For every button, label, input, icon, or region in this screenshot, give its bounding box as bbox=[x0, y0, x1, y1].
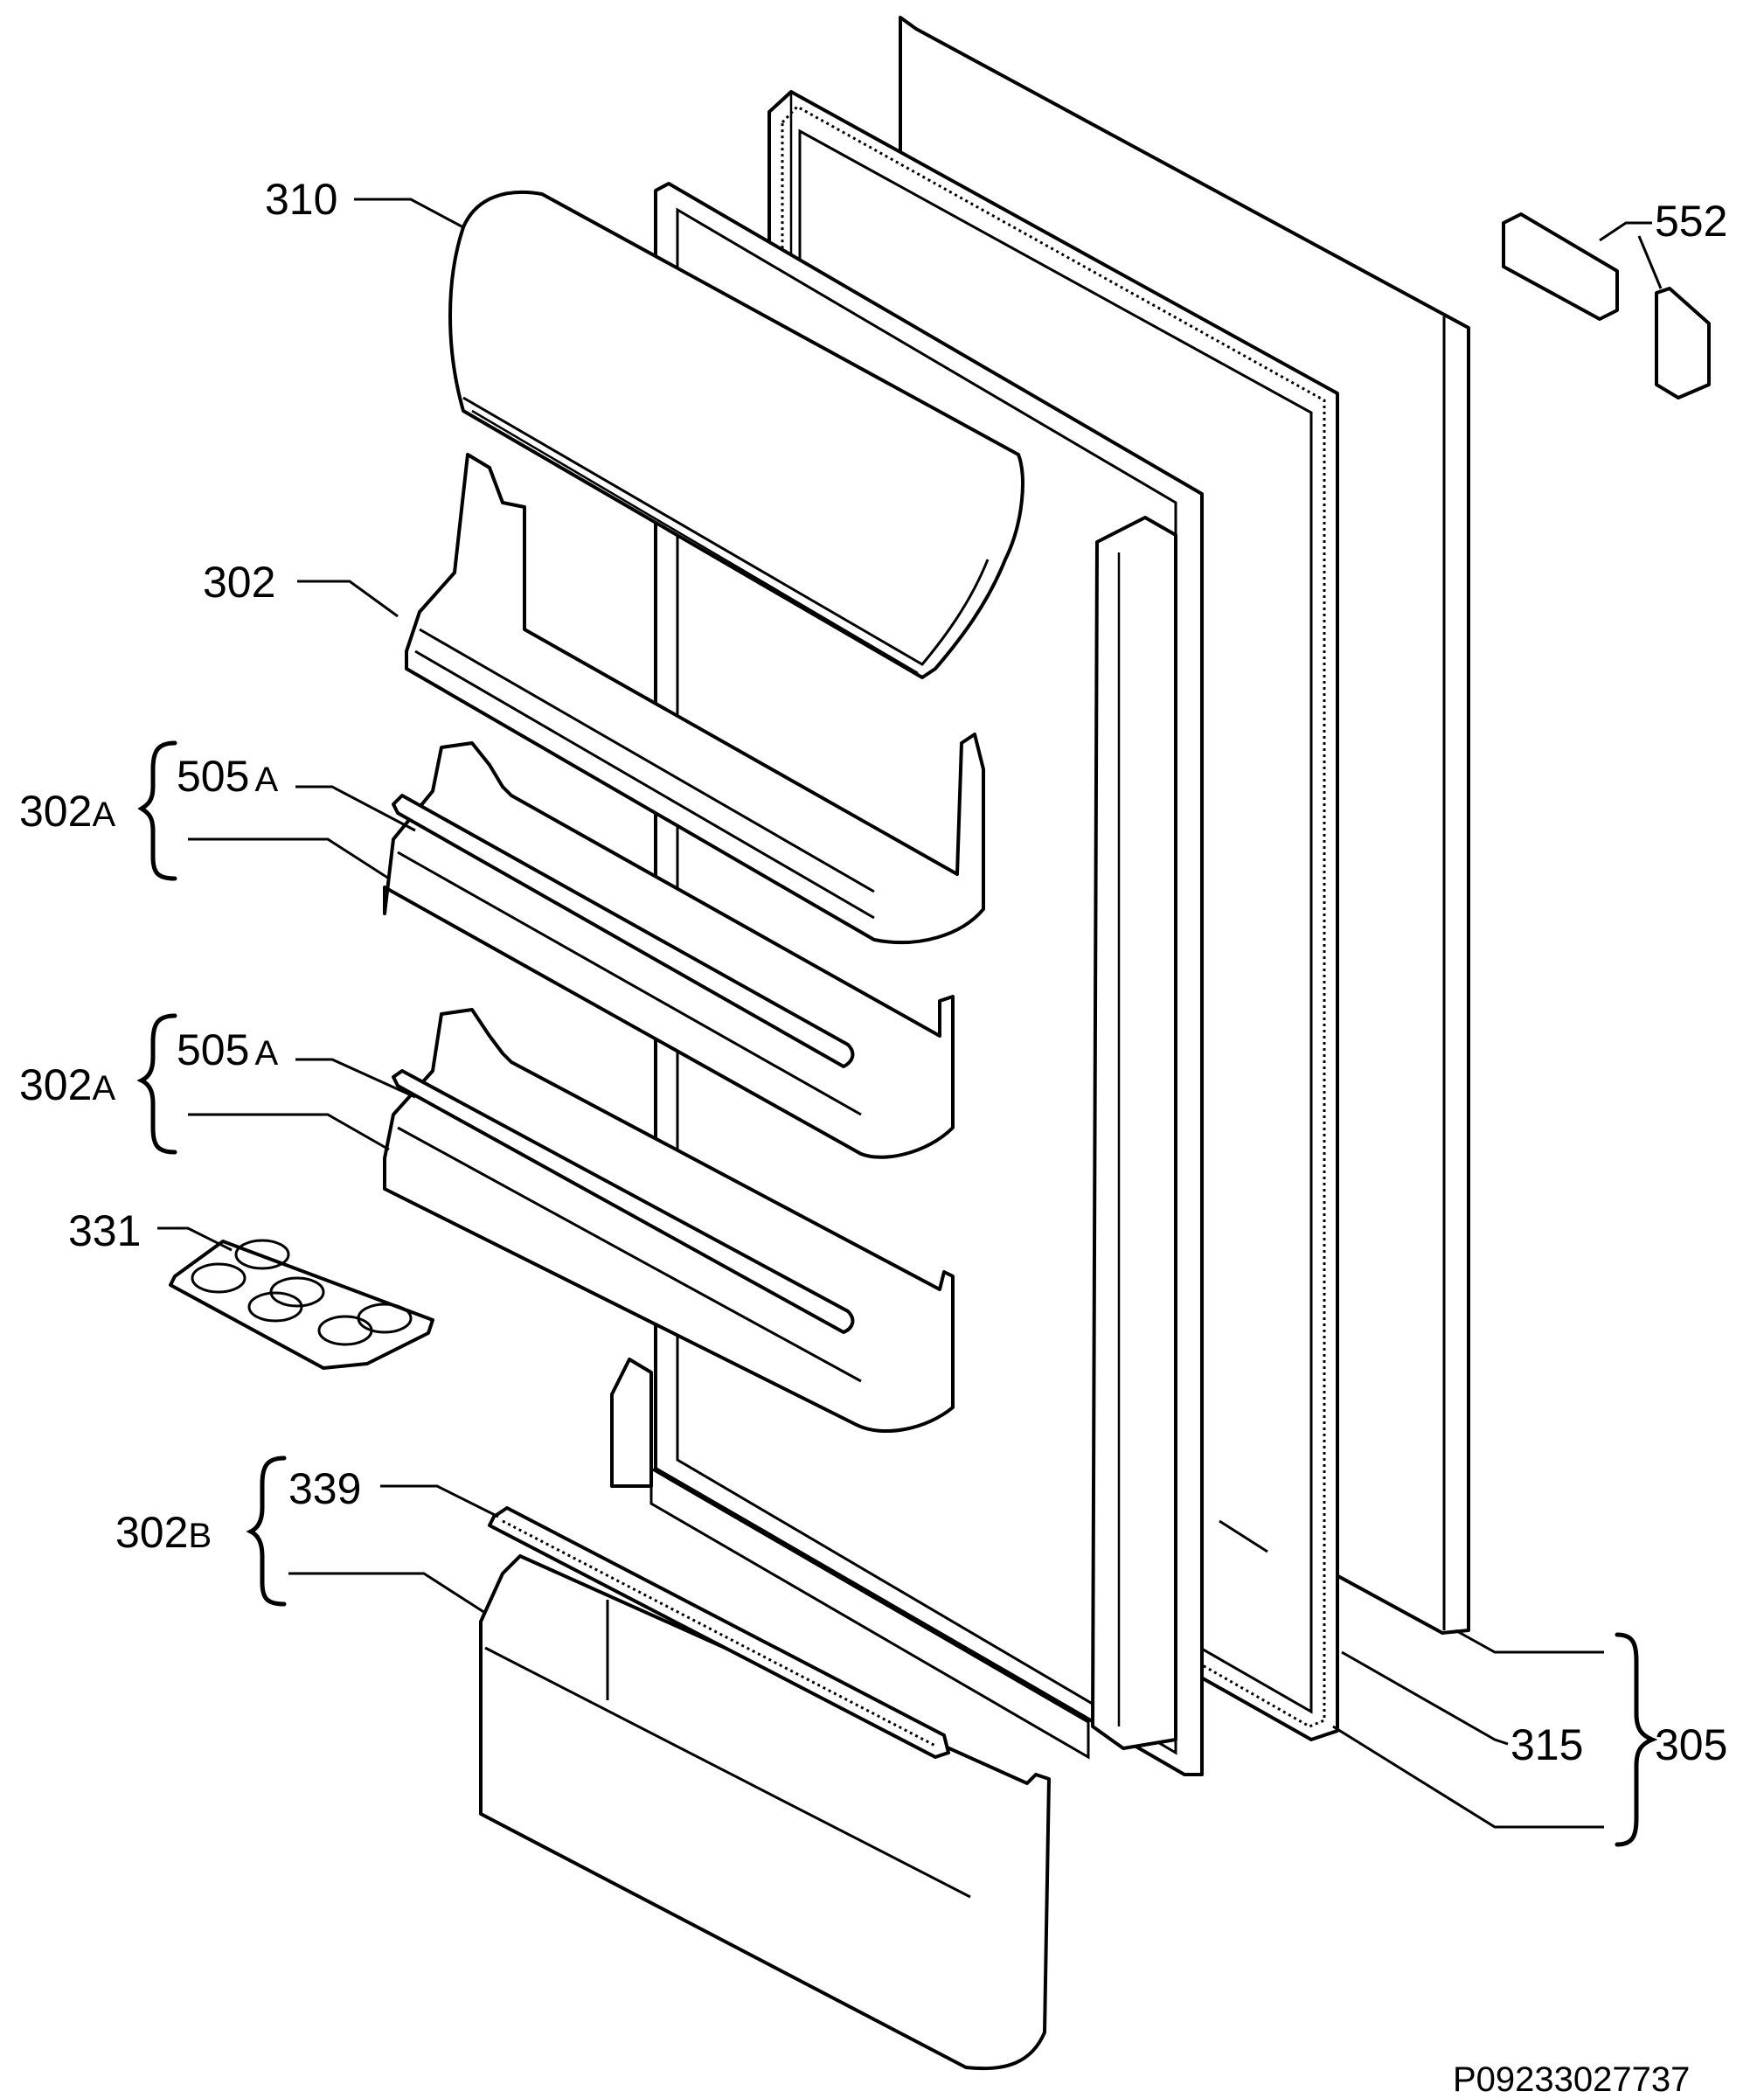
brace-302a-2 bbox=[136, 1013, 177, 1155]
dairy-compartment-cover bbox=[448, 190, 1024, 679]
brace-302a-1 bbox=[137, 740, 177, 881]
reference-code: P09233027737 bbox=[1453, 2060, 1690, 2098]
egg-tray bbox=[169, 1239, 434, 1370]
label-310: 310 bbox=[265, 175, 337, 224]
door-shelf-a-1 bbox=[383, 741, 955, 1159]
label-339: 339 bbox=[288, 1464, 361, 1513]
brace-302b bbox=[246, 1455, 287, 1607]
label-302: 302 bbox=[203, 558, 275, 607]
door-shelf-a-2 bbox=[383, 1008, 955, 1434]
brace-305 bbox=[1615, 1632, 1658, 1847]
label-302a-2: 302A bbox=[19, 1060, 115, 1109]
hinge-bracket bbox=[1502, 212, 1711, 399]
label-331: 331 bbox=[68, 1206, 141, 1255]
label-302a-1: 302A bbox=[19, 787, 115, 836]
label-315: 315 bbox=[1511, 1720, 1583, 1769]
label-305: 305 bbox=[1655, 1720, 1727, 1769]
bottle-shelf-b bbox=[479, 1506, 1051, 2071]
door-shelf bbox=[405, 453, 985, 944]
label-302b: 302B bbox=[115, 1508, 212, 1557]
leader-lines bbox=[157, 198, 1663, 1829]
label-552: 552 bbox=[1655, 197, 1727, 246]
